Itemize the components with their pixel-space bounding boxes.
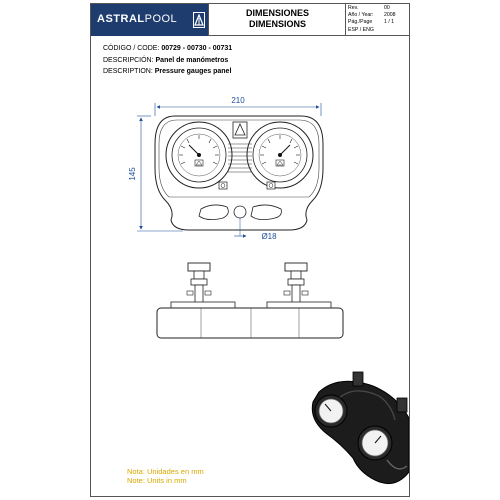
diameter-dimension-label: Ø18 [261, 232, 277, 241]
note-english: Note: Units in mm [127, 476, 187, 485]
panel-side-body [156, 307, 344, 339]
description-es-label: DESCRIPCIÓN: [103, 56, 154, 64]
description-en-value: Pressure gauges panel [154, 68, 232, 75]
year-value: 2008 [384, 12, 396, 19]
title-spanish: DIMENSIONES [245, 8, 309, 18]
code-value: 00729 - 00730 - 00731 [161, 45, 233, 52]
technical-drawing: 210 145 [128, 96, 409, 485]
height-dimension-label: 145 [128, 167, 137, 181]
title-english: DIMENSIONS [248, 19, 306, 29]
drawing-sheet: ASTRALPOOL DIMENSIONES DIMENSIONS Rev. 00… [90, 3, 410, 497]
description-es-value: Panel de manómetros [155, 56, 229, 64]
description-en-line: DESCRIPTION: Pressure gauges panel [103, 66, 232, 78]
revision-block: Rev. 00 Año / Year: 2008 Pág./Page 1 / 1 ES… [346, 4, 409, 36]
product-3d-render [311, 371, 409, 485]
page-value: 1 / 1 [384, 19, 395, 26]
product-info: CÓDIGO / CODE: 00729 - 00730 - 00731 DES… [103, 43, 232, 78]
code-line: CÓDIGO / CODE: 00729 - 00730 - 00731 [103, 43, 232, 55]
left-mounting-slot [198, 204, 229, 220]
rev-value: 00 [384, 5, 390, 11]
logo-mark-icon [193, 12, 205, 28]
logo-light-text: POOL [144, 13, 178, 25]
description-es-line: DESCRIPCIÓN: Panel de manómetros [103, 55, 232, 67]
code-label: CÓDIGO / CODE: [103, 45, 160, 52]
logo-bold-text: ASTRAL [97, 13, 145, 25]
year-label: Año / Year: [348, 12, 374, 19]
left-pressure-gauge [165, 121, 233, 189]
page-label: Pág./Page [348, 19, 373, 26]
center-grille [228, 143, 252, 173]
title-block: ASTRALPOOL DIMENSIONES DIMENSIONS Rev. 00… [91, 4, 409, 36]
document-title: DIMENSIONES DIMENSIONS [210, 4, 346, 36]
description-en-label: DESCRIPTION: [103, 68, 153, 75]
note-spanish: Nota: Unidades en mm [127, 467, 204, 476]
width-dimension-label: 210 [231, 96, 245, 105]
front-view: 210 145 [128, 96, 324, 241]
astralpool-logo: ASTRALPOOL [91, 4, 209, 36]
right-mounting-slot [250, 204, 282, 220]
rev-label: Rev. [348, 5, 359, 11]
language-label: ESP / ENG [348, 26, 374, 33]
notes: Nota: Unidades en mm Note: Units in mm [127, 467, 204, 485]
center-logo-icon [232, 121, 248, 139]
side-view [156, 262, 344, 339]
right-pressure-gauge [246, 121, 314, 189]
mounting-hole [233, 205, 247, 219]
